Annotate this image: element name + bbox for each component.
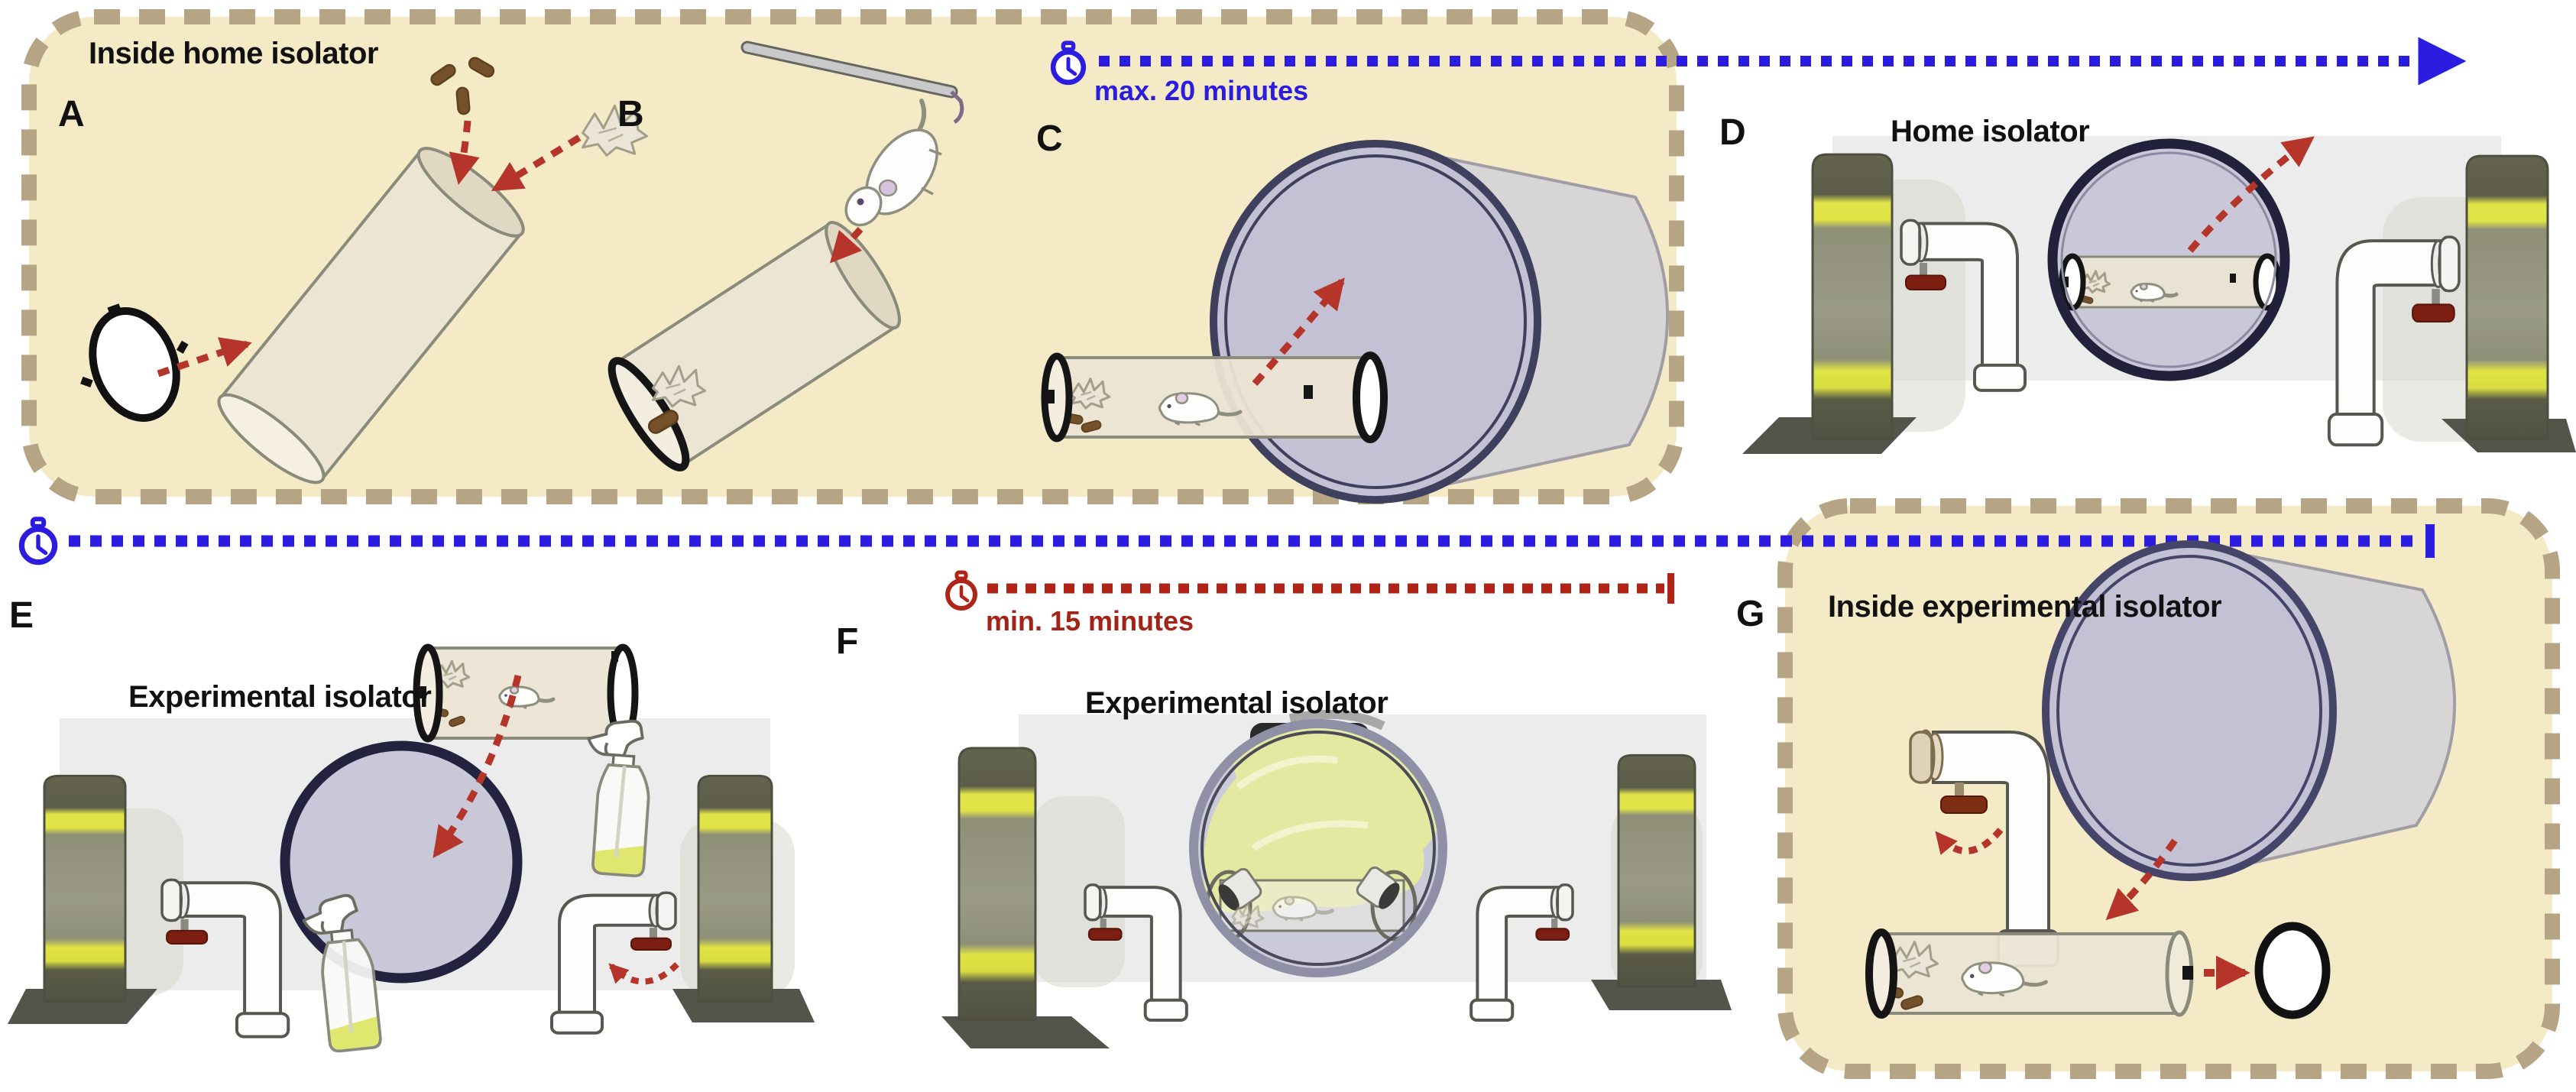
cylinder-into-tube-arrow [2105,838,2178,921]
transfer-cylinder [2042,540,2457,881]
mouse-tube-in-porthole [2059,253,2282,311]
isolator-transfer-timeline [21,519,2435,562]
filter-column [697,774,773,1003]
filter-column [1617,753,1696,988]
panel-g-art [1865,540,2457,1019]
panel-a-art [80,54,649,484]
transfer-timer-label: max. 20 minutes [1094,75,1309,106]
hanging-mouse [844,99,942,227]
panel-title-experimental-isolator-f: Experimental isolator [1085,686,1388,720]
cap-highlight [1288,709,1385,731]
filter-column [957,747,1037,1022]
pellet-drop-arrow [449,120,480,185]
panel-title-experimental-isolator-e: Experimental isolator [128,680,432,714]
panel-letter-e: E [9,595,34,636]
panel-letter-g: G [1736,594,1765,634]
transfer-cylinder [1210,140,1670,504]
panel-c-art [1041,140,1670,504]
disinfection-timeline [948,572,1674,608]
tube-into-isolator-arrow [433,674,522,858]
mouse-transfer-tube [1041,352,1388,443]
mouse-transfer-tube [1865,928,2194,1019]
valve-rotate-arrow [1935,828,2004,855]
isolator-porthole [2047,138,2290,381]
disinfection-timer-label: min. 15 minutes [986,605,1194,637]
nest-drop-arrow [491,134,582,192]
panel-letter-f: F [836,621,859,662]
clock-icon [948,572,975,608]
panel-letter-d: D [1719,112,1746,153]
panel-letter-a: A [58,94,85,134]
panel-letter-b: B [617,94,644,134]
mouse-transfer-tube [413,643,639,743]
column-base [941,1016,1110,1048]
panel-f-art [941,709,1732,1048]
filter-column [1811,153,1894,440]
transfer-tube-open [217,147,525,484]
panel-title-home-isolator: Home isolator [1891,115,2090,148]
clock-icon [21,519,54,562]
tube-cap-lid [80,303,189,422]
panel-letter-c: C [1036,118,1063,159]
panel-b-art [608,41,964,471]
panel-e-art [8,643,815,1053]
tube-cap-lid [2254,922,2331,1019]
panel-d-art [1742,136,2576,454]
fumigation-porthole [1189,709,1447,977]
section-title-experimental-isolator: Inside experimental isolator [1828,590,2222,624]
section-title-home-isolator: Inside home isolator [89,37,378,70]
cap-insert-arrow [157,337,252,378]
filter-column [43,774,127,1003]
filter-column [2465,154,2549,440]
mouse-into-tube-arrow [829,226,864,264]
forceps [740,41,964,125]
tube-into-cylinder-arrow [1252,277,1345,386]
